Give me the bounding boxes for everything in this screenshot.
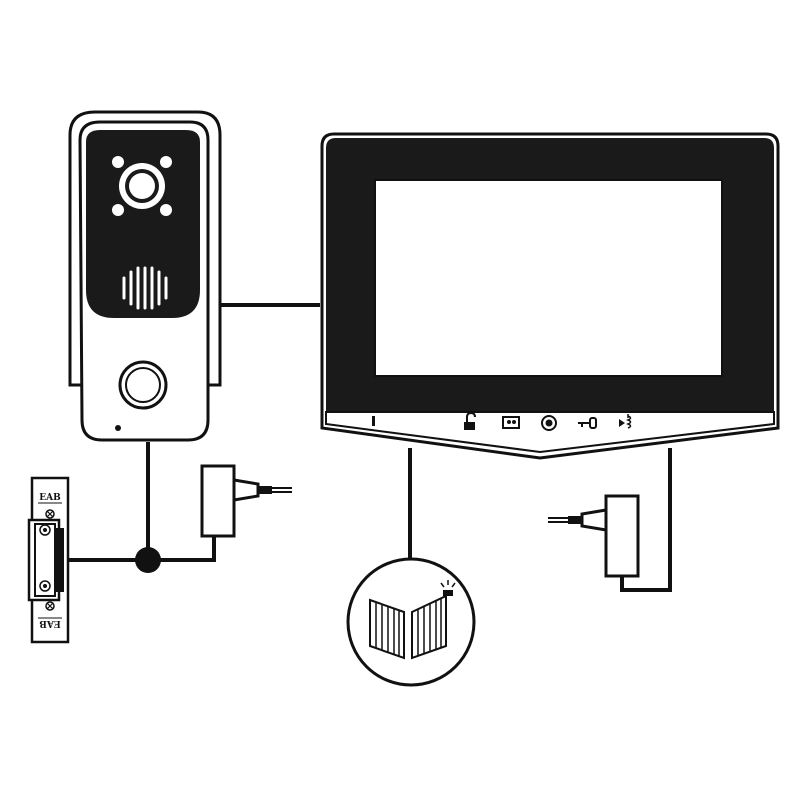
unlock-icon[interactable] <box>464 411 476 430</box>
plug-pins-icon <box>258 486 292 494</box>
wire-junction-dot <box>135 547 161 573</box>
lock-label-top: EAB <box>39 493 61 503</box>
ir-led-icon <box>160 156 172 168</box>
gate-key-icon[interactable] <box>578 417 597 429</box>
speaker-grille-icon <box>122 266 168 310</box>
warning-lamp-icon <box>440 580 456 596</box>
wire-junction-adapter-left <box>148 536 216 562</box>
monitor-view-icon[interactable] <box>502 416 520 429</box>
monitor-screen <box>374 179 723 377</box>
wiring <box>68 303 672 592</box>
electric-lock-strike: EAB EAB <box>27 476 70 644</box>
indoor-monitor-unit <box>320 132 780 460</box>
power-adapter-left <box>200 464 292 538</box>
intercom-icon[interactable] <box>619 414 632 429</box>
ir-led-icon <box>112 204 124 216</box>
ir-led-icon <box>160 204 172 216</box>
plug-pins-icon <box>548 516 582 524</box>
wire-monitor-adapter-right <box>620 448 672 592</box>
gate-opener-icon <box>346 557 476 687</box>
microphone-icon <box>115 425 121 431</box>
power-icon[interactable] <box>372 416 375 426</box>
power-adapter-right <box>548 494 640 578</box>
record-icon[interactable] <box>541 415 557 431</box>
monitor-button-strip <box>325 411 775 454</box>
ir-led-icon <box>112 156 124 168</box>
lock-label-bottom: EAB <box>39 618 61 628</box>
doorbell-face-panel <box>86 130 200 318</box>
doorbell-camera-unit <box>68 110 222 442</box>
monitor-buttons <box>372 411 632 431</box>
